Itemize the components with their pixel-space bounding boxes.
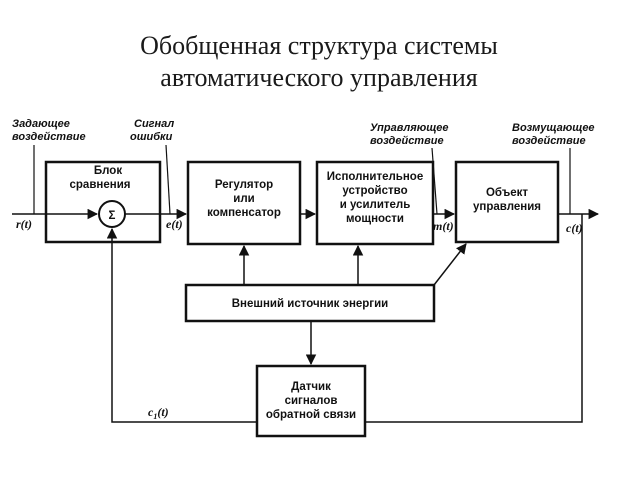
regulator-label-1: Регулятор [215, 179, 273, 191]
sensor-label-3: обратной связи [266, 409, 356, 421]
control-leader [431, 147, 438, 215]
feedback-arrow [106, 227, 257, 423]
error-label-2: ошибки [130, 131, 173, 143]
title-line-1: Обобщенная структура системы [140, 31, 498, 60]
disturbance-label-1: Возмущающее [512, 122, 595, 134]
signal-r: r(t) [16, 217, 32, 231]
energy-to-plant-arrow [433, 243, 467, 286]
signal-m: m(t) [433, 219, 454, 233]
regulator-label-2: или [233, 193, 254, 205]
error-label-1: Сигнал [134, 118, 174, 130]
energy-source-block [184, 283, 436, 323]
regulator-label-3: компенсатор [207, 207, 281, 219]
sensor-label-1: Датчик [291, 381, 331, 393]
plant-label-1: Объект [486, 187, 528, 199]
comparator-block [44, 160, 162, 244]
control-label-2: воздействие [370, 135, 444, 147]
regulator-block [186, 160, 302, 246]
reference-label-1: Задающее [12, 118, 70, 130]
comparator-label-1: Блок [94, 165, 122, 177]
signal-c: c(t) [566, 221, 583, 235]
comparator-label-2: сравнения [70, 179, 131, 191]
signal-e: e(t) [166, 217, 183, 231]
output-to-sensor-line [365, 214, 583, 423]
sensor-block [255, 364, 367, 438]
energy-source-label: Внешний источник энергии [232, 298, 389, 310]
actuator-label-1: Исполнительное [327, 171, 423, 183]
error-leader [165, 144, 171, 215]
actuator-label-4: мощности [346, 213, 404, 225]
actuator-label-2: устройство [342, 185, 407, 197]
signal-c1: c1(t) [148, 405, 169, 421]
reference-label-2: воздействие [12, 131, 86, 143]
plant-label-2: управления [473, 201, 541, 213]
title-line-2: автоматического управления [160, 63, 478, 92]
actuator-block [315, 160, 435, 246]
plant-block [454, 160, 560, 244]
actuator-label-3: и усилитель [340, 199, 411, 211]
sigma-symbol: Σ [109, 210, 116, 222]
slide-title: Обобщенная структура системы автоматичес… [0, 30, 638, 94]
control-label-1: Управляющее [370, 122, 448, 134]
disturbance-label-2: воздействие [512, 135, 586, 147]
sensor-label-2: сигналов [285, 395, 338, 407]
